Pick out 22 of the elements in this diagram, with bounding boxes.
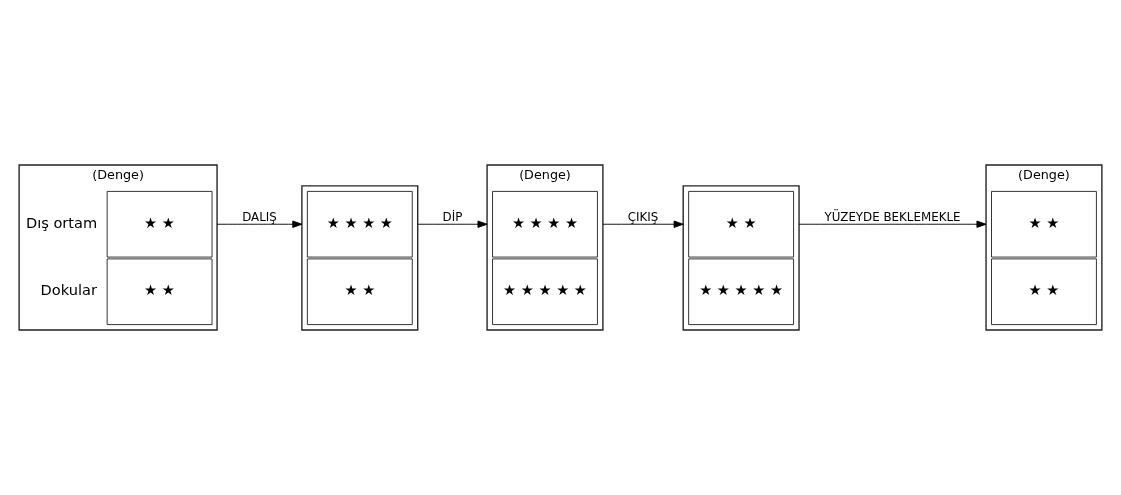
edge-label: DİP [442,209,463,224]
node-box: ★ ★ ★ ★ ★ [492,258,598,326]
node-box: ★ ★ ★ ★ ★ [688,258,795,326]
node-label: Dokular [40,281,97,299]
node-box: ★ ★ [991,190,1097,258]
node-box: ★ ★ ★ ★ [492,190,598,258]
node-box: ★ ★ [688,190,795,258]
node-box: ★ ★ ★ ★ [306,190,413,258]
node-box: ★ ★ [991,258,1097,326]
edge-label: DALIŞ [242,209,277,224]
node-box: ★ ★ [306,258,413,326]
cluster [301,185,419,331]
node-box: ★ ★ [106,190,213,258]
cluster [682,185,800,331]
node-label: Dış ortam [25,213,98,231]
edge-label: YÜZEYDE BEKLEMEKLE [824,209,961,224]
arrow [216,220,303,228]
arrow [602,220,684,228]
edge-label: ÇIKIŞ [627,209,659,224]
node-box: ★ ★ [106,258,213,326]
arrow [417,220,488,228]
arrow [798,220,987,228]
